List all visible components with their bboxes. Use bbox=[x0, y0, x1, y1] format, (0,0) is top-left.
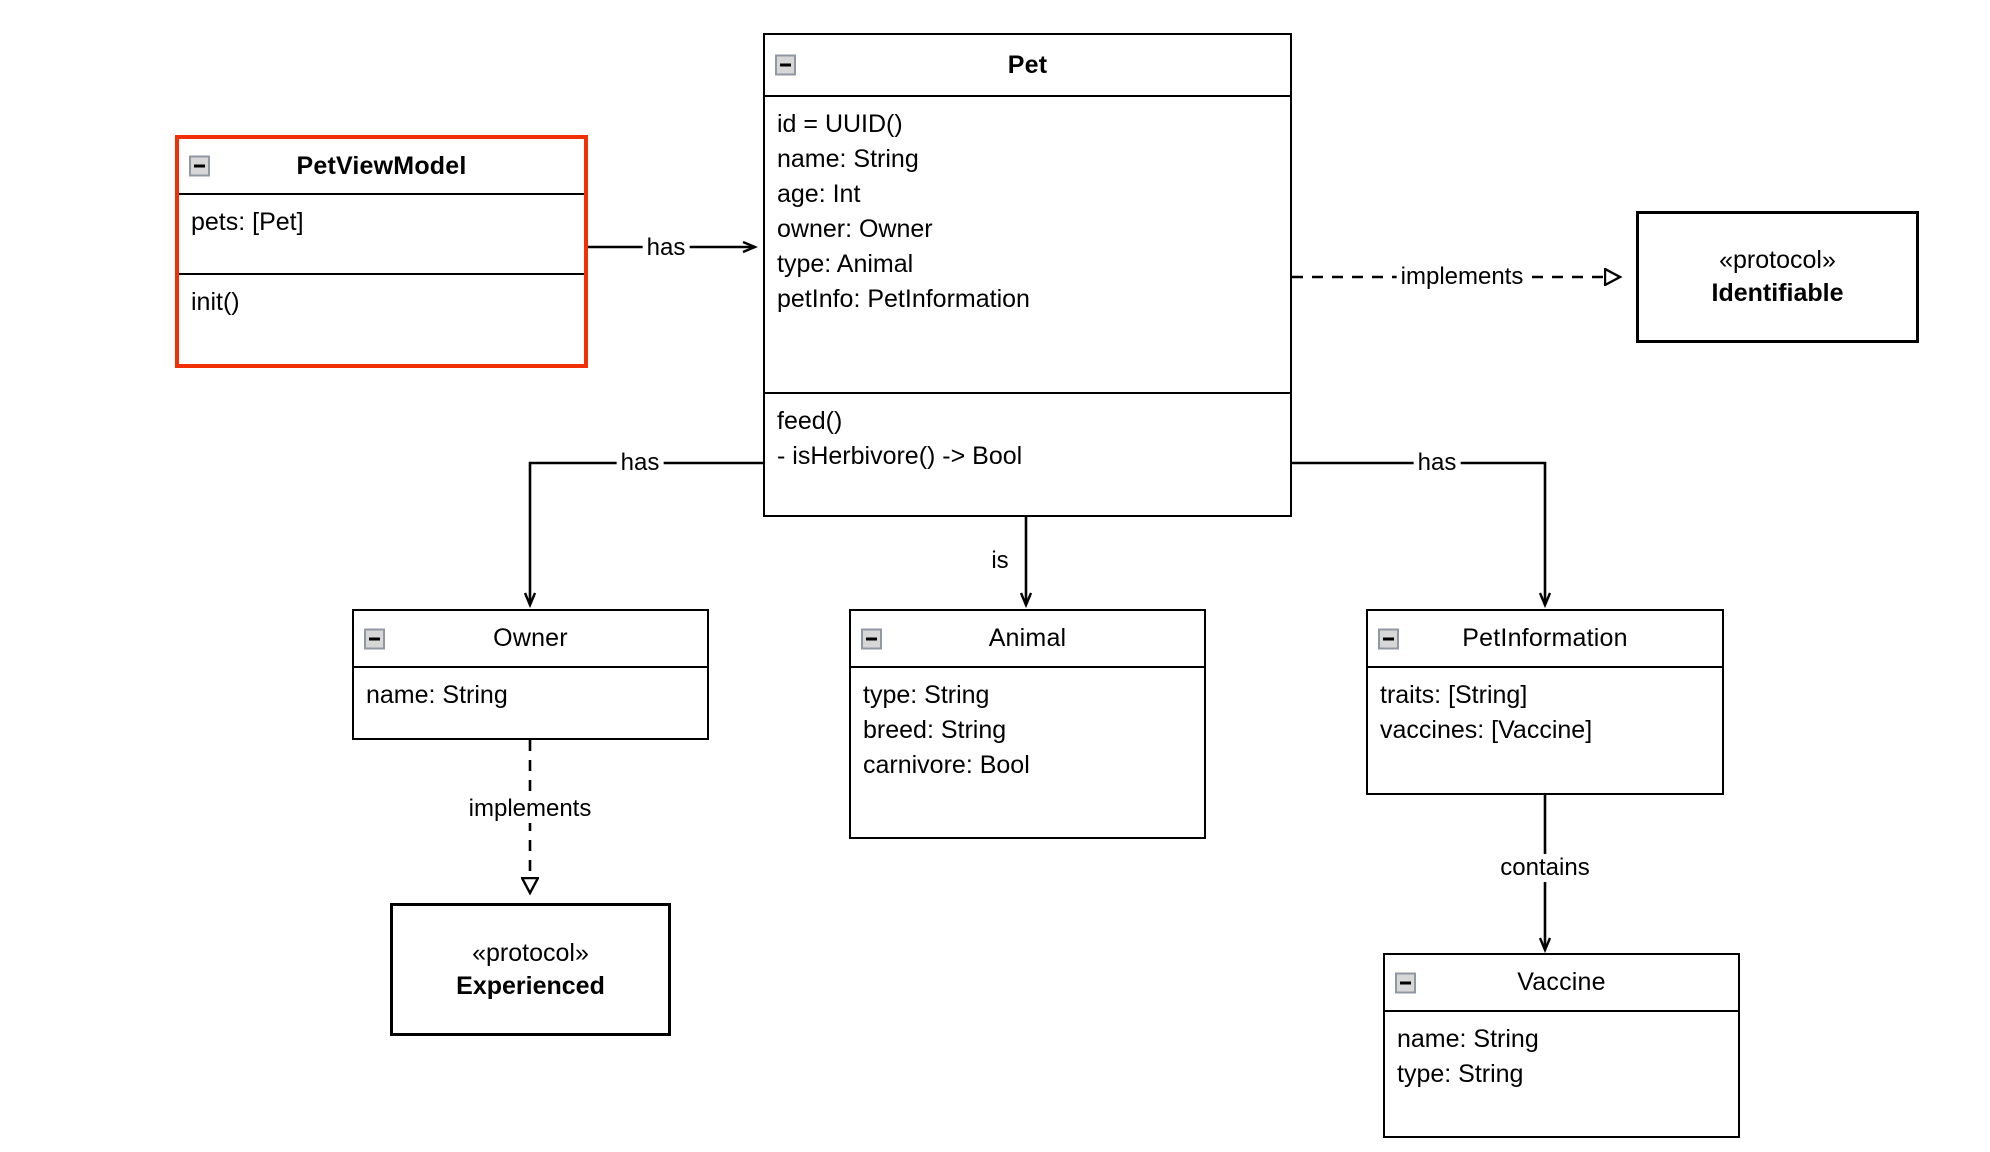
class-header-petinformation: PetInformation bbox=[1368, 611, 1722, 668]
attribute-row: carnivore: Bool bbox=[863, 751, 1030, 779]
edge-pet-has-owner bbox=[530, 461, 763, 605]
attribute-row: name: String bbox=[777, 145, 919, 173]
protocol-stereotype: «protocol» bbox=[1719, 246, 1836, 274]
class-box-animal[interactable]: Animal type: String breed: String carniv… bbox=[849, 609, 1206, 839]
class-title-pet: Pet bbox=[1007, 50, 1048, 79]
attribute-row: name: String bbox=[1397, 1025, 1539, 1053]
method-row: - isHerbivore() -> Bool bbox=[777, 442, 1023, 470]
class-attributes-animal: type: String breed: String carnivore: Bo… bbox=[851, 668, 1204, 837]
edge-label-pet-has-owner: has bbox=[616, 449, 664, 477]
class-title-petviewmodel: PetViewModel bbox=[296, 151, 467, 180]
collapse-minus-icon[interactable] bbox=[1395, 972, 1416, 993]
class-box-petviewmodel[interactable]: PetViewModel pets: [Pet] init() bbox=[175, 135, 588, 368]
attribute-row: type: Animal bbox=[777, 250, 914, 278]
class-box-petinformation[interactable]: PetInformation traits: [String] vaccines… bbox=[1366, 609, 1724, 795]
attribute-row: breed: String bbox=[863, 716, 1007, 744]
edge-label-pet-implements-identifiable: implements bbox=[1396, 263, 1528, 291]
class-methods-pet: feed() - isHerbivore() -> Bool bbox=[765, 392, 1290, 515]
class-attributes-vaccine: name: String type: String bbox=[1385, 1012, 1738, 1136]
attribute-row: id = UUID() bbox=[777, 110, 903, 138]
class-header-petviewmodel: PetViewModel bbox=[179, 139, 584, 195]
collapse-minus-icon[interactable] bbox=[364, 628, 385, 649]
protocol-box-experienced[interactable]: «protocol» Experienced bbox=[390, 903, 671, 1036]
attribute-row: age: Int bbox=[777, 180, 861, 208]
class-title-animal: Animal bbox=[988, 624, 1067, 652]
class-attributes-owner: name: String bbox=[354, 668, 707, 738]
attribute-row: petInfo: PetInformation bbox=[777, 285, 1030, 313]
attribute-row: name: String bbox=[366, 681, 508, 709]
class-box-owner[interactable]: Owner name: String bbox=[352, 609, 709, 740]
edge-pet-has-petinformation bbox=[1292, 461, 1545, 605]
method-row: feed() bbox=[777, 407, 843, 435]
class-header-pet: Pet bbox=[765, 35, 1290, 97]
edge-label-vm-has-pet: has bbox=[642, 234, 690, 262]
class-header-animal: Animal bbox=[851, 611, 1204, 668]
protocol-name-identifiable: Identifiable bbox=[1711, 279, 1844, 307]
collapse-minus-icon[interactable] bbox=[775, 54, 796, 76]
attribute-row: traits: [String] bbox=[1380, 681, 1528, 709]
class-title-owner: Owner bbox=[493, 624, 568, 652]
attribute-row: owner: Owner bbox=[777, 215, 933, 243]
method-row: init() bbox=[191, 288, 240, 316]
class-attributes-petinformation: traits: [String] vaccines: [Vaccine] bbox=[1368, 668, 1722, 793]
protocol-box-identifiable[interactable]: «protocol» Identifiable bbox=[1636, 211, 1919, 343]
collapse-minus-icon[interactable] bbox=[1378, 628, 1399, 649]
class-box-vaccine[interactable]: Vaccine name: String type: String bbox=[1383, 953, 1740, 1138]
collapse-minus-icon[interactable] bbox=[861, 628, 882, 649]
protocol-stereotype: «protocol» bbox=[472, 938, 589, 967]
class-title-petinformation: PetInformation bbox=[1462, 624, 1628, 652]
attribute-row: type: String bbox=[1397, 1060, 1524, 1088]
class-attributes-petviewmodel: pets: [Pet] bbox=[179, 195, 584, 273]
class-header-vaccine: Vaccine bbox=[1385, 955, 1738, 1012]
attribute-row: type: String bbox=[863, 681, 990, 709]
attribute-row: vaccines: [Vaccine] bbox=[1380, 716, 1593, 744]
collapse-minus-icon[interactable] bbox=[189, 155, 210, 177]
edge-label-pet-is-animal: is bbox=[987, 547, 1013, 575]
edge-label-owner-implements-experienced: implements bbox=[464, 795, 596, 823]
class-title-vaccine: Vaccine bbox=[1517, 968, 1606, 996]
class-box-pet[interactable]: Pet id = UUID() name: String age: Int ow… bbox=[763, 33, 1292, 517]
class-methods-petviewmodel: init() bbox=[179, 273, 584, 346]
protocol-name-experienced: Experienced bbox=[456, 971, 605, 1000]
class-attributes-pet: id = UUID() name: String age: Int owner:… bbox=[765, 97, 1290, 392]
attribute-row: pets: [Pet] bbox=[191, 208, 304, 236]
edge-label-pet-has-petinformation: has bbox=[1413, 449, 1461, 477]
class-header-owner: Owner bbox=[354, 611, 707, 668]
edge-label-petinformation-contains-vaccine: contains bbox=[1496, 854, 1594, 882]
